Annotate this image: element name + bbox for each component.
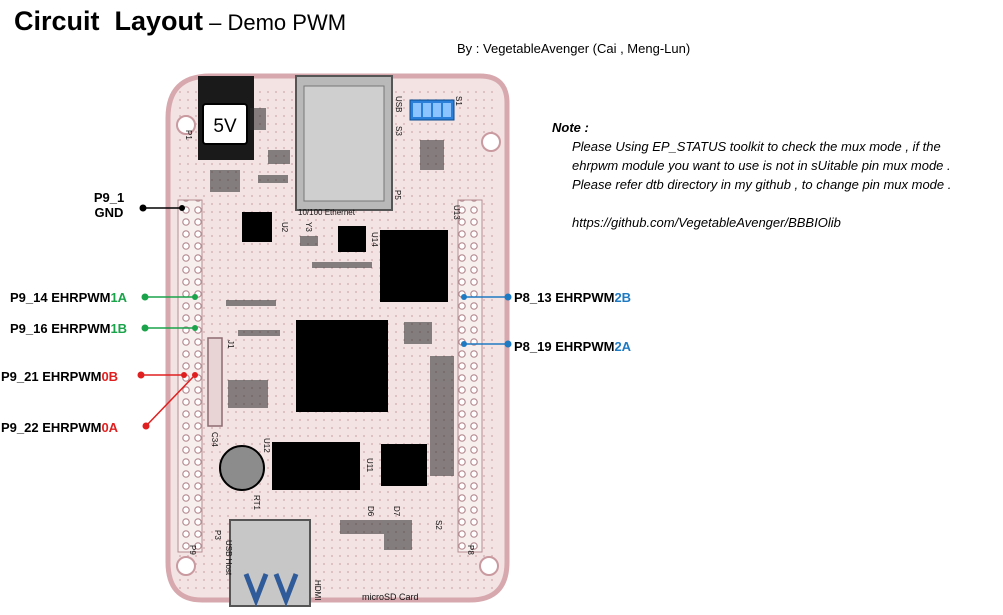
d7-label: D7 [392, 506, 401, 517]
u14-label: U14 [370, 232, 379, 247]
chip-u13 [380, 230, 448, 302]
small-components [210, 108, 454, 550]
pin-label-p9-22: P9_22 EHRPWM0A [1, 420, 119, 435]
note-heading: Note : [552, 120, 589, 135]
chip-u11 [381, 444, 427, 486]
p1-label: P1 [184, 130, 193, 140]
s3-label: S3 [394, 126, 403, 136]
capacitor-c34 [219, 445, 265, 491]
u13-label: U13 [452, 205, 461, 220]
usb-host-label: USB Host [224, 540, 233, 576]
d6-label: D6 [366, 506, 375, 517]
pin-p9-1-function: GND [94, 205, 124, 220]
ethernet-label: 10/100 Ethernet [298, 208, 356, 217]
y3-label: Y3 [304, 222, 313, 232]
hdmi-label: HDMI [313, 580, 322, 600]
s1-label: S1 [454, 96, 463, 106]
pin-label-p9-1: P9_1 GND [92, 190, 126, 220]
pin-label-p9-16: P9_16 EHRPWM1B [10, 321, 128, 336]
github-link[interactable]: https://github.com/VegetableAvenger/BBBI… [572, 215, 841, 230]
note-line: Please refer dtb directory in my github … [572, 177, 952, 192]
pin-dots [137, 204, 512, 430]
mounting-hole [479, 556, 499, 576]
usb-host-port [229, 519, 311, 607]
note-line: Please Using EP_STATUS toolkit to check … [572, 139, 941, 154]
pin-line-p9-22 [145, 374, 196, 427]
s2-label: S2 [434, 520, 443, 530]
usb-top-label: USB [394, 96, 403, 112]
author-credit: By : VegetableAvenger (Cai , Meng-Lun) [457, 41, 691, 56]
rt1-label: RT1 [252, 495, 261, 511]
header-p8 [457, 199, 483, 553]
connector-j1 [207, 337, 223, 427]
page-title: Circuit Layout – Demo PWM [14, 6, 346, 37]
p8-label: P8 [466, 545, 475, 555]
chip-processor [296, 320, 388, 412]
mounting-hole [176, 115, 196, 135]
pin-label-p9-21: P9_21 EHRPWM0B [1, 369, 119, 384]
p5-label: P5 [393, 190, 402, 200]
sd-card-label: microSD Card [362, 592, 419, 602]
chip-u12 [272, 442, 360, 490]
pin-label-p8-19: P8_19 EHRPWM2A [514, 339, 632, 354]
note-line: ehrpwm module you want to use is not in … [572, 158, 951, 173]
chip-u14 [338, 226, 366, 252]
pin-p9-1-name: P9_1 [93, 190, 125, 205]
note-block: Note : Please Using EP_STATUS toolkit to… [552, 118, 951, 232]
u11-label: U11 [365, 458, 374, 473]
mounting-hole [481, 132, 501, 152]
p9-label: P9 [188, 545, 197, 555]
title-main: Circuit Layout [14, 6, 204, 36]
title-subtitle: Demo PWM [227, 10, 347, 35]
pin-label-p9-14: P9_14 EHRPWM1A [10, 290, 128, 305]
j1-label: J1 [226, 340, 235, 349]
u2-label: U2 [280, 222, 289, 233]
p3-label: P3 [213, 530, 222, 540]
c34-label: C34 [210, 432, 219, 447]
u12-label: U12 [262, 438, 271, 453]
power-label: 5V [213, 116, 237, 137]
pin-label-p8-13: P8_13 EHRPWM2B [514, 290, 632, 305]
title-separator: – [203, 10, 228, 35]
chip-u2 [242, 212, 272, 242]
mounting-hole [176, 556, 196, 576]
